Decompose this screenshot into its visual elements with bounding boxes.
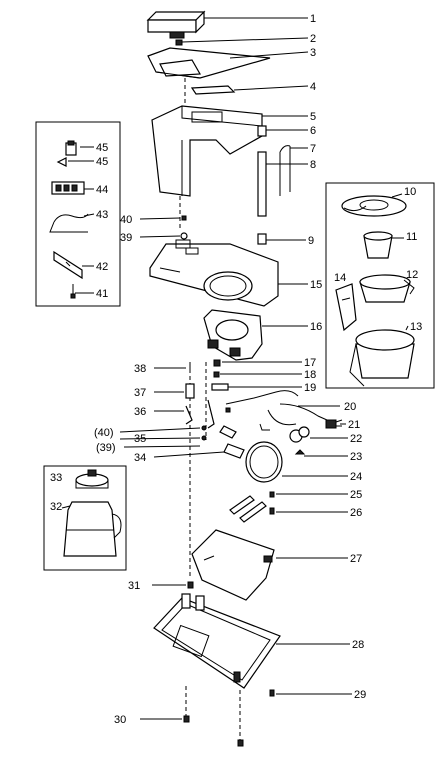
label-30: 30 bbox=[114, 714, 126, 726]
label-13: 13 bbox=[410, 321, 422, 333]
label-16: 16 bbox=[310, 321, 322, 333]
label-20: 20 bbox=[344, 401, 356, 413]
label-5: 5 bbox=[310, 111, 316, 123]
label-41: 41 bbox=[96, 288, 108, 300]
part-20-wire bbox=[225, 390, 299, 413]
label-25: 25 bbox=[350, 489, 362, 501]
inset-box-left bbox=[35, 121, 121, 307]
part-34-connector bbox=[223, 443, 245, 459]
label-45-lower: 45 bbox=[96, 156, 108, 168]
part-14-tab bbox=[335, 283, 357, 332]
label-37: 37 bbox=[134, 387, 146, 399]
part-18-screw bbox=[213, 371, 220, 378]
part-32-carafe bbox=[61, 501, 122, 557]
label-42: 42 bbox=[96, 261, 108, 273]
part-45-cone bbox=[56, 157, 67, 167]
part-19-thermostat bbox=[211, 383, 229, 391]
part-25-screw bbox=[269, 491, 275, 498]
part-screw-bottom bbox=[237, 739, 244, 747]
part-37-tube bbox=[185, 383, 195, 399]
part-13-brew-basket bbox=[349, 329, 415, 387]
label-10: 10 bbox=[404, 186, 416, 198]
label-33: 33 bbox=[50, 472, 62, 484]
part-3-reservoir-cover bbox=[147, 47, 271, 79]
label-38: 38 bbox=[134, 363, 146, 375]
label-17: 17 bbox=[304, 357, 316, 369]
part-23-screw bbox=[294, 449, 306, 455]
part-24-heater-ring bbox=[245, 441, 283, 483]
label-27: 27 bbox=[350, 553, 362, 565]
label-40-paren: (40) bbox=[94, 427, 114, 439]
part-5-housing bbox=[151, 105, 263, 197]
part-11-filter-cup bbox=[363, 231, 393, 259]
inset-box-carafe bbox=[43, 465, 127, 571]
label-6: 6 bbox=[310, 125, 316, 137]
part-26-screw bbox=[269, 507, 275, 515]
part-41-screw bbox=[70, 284, 76, 299]
part-21-power-cord bbox=[267, 403, 343, 429]
part-22-switch bbox=[259, 423, 310, 443]
part-42-bracket bbox=[53, 250, 83, 280]
part-45-top bbox=[65, 140, 77, 156]
part-29-screw bbox=[269, 689, 275, 697]
label-12: 12 bbox=[406, 269, 418, 281]
part-28-base-plate bbox=[153, 593, 281, 689]
label-7: 7 bbox=[310, 143, 316, 155]
label-3: 3 bbox=[310, 47, 316, 59]
part-35-clip bbox=[201, 425, 237, 441]
inset-box-right bbox=[325, 182, 435, 389]
label-8: 8 bbox=[310, 159, 316, 171]
label-29: 29 bbox=[354, 689, 366, 701]
part-17-clip bbox=[213, 359, 221, 367]
part-30-screw bbox=[183, 715, 190, 723]
label-2: 2 bbox=[310, 33, 316, 45]
label-22: 22 bbox=[350, 433, 362, 445]
part-10-filter-disc bbox=[341, 195, 407, 217]
part-8-tube bbox=[257, 151, 267, 217]
label-32: 32 bbox=[50, 501, 62, 513]
label-14: 14 bbox=[334, 272, 346, 284]
label-18: 18 bbox=[304, 369, 316, 381]
part-9-clamp bbox=[257, 233, 267, 245]
part-15-warming-plate-base bbox=[149, 239, 279, 307]
part-16-heater-housing bbox=[203, 309, 263, 361]
label-35: 35 bbox=[134, 433, 146, 445]
label-19: 19 bbox=[304, 382, 316, 394]
label-43: 43 bbox=[96, 209, 108, 221]
part-31-screw bbox=[187, 581, 194, 589]
part-27-heat-shield bbox=[191, 529, 275, 601]
label-26: 26 bbox=[350, 507, 362, 519]
label-23: 23 bbox=[350, 451, 362, 463]
part-12-filter-basket bbox=[359, 274, 415, 303]
part-25-bracket bbox=[229, 495, 267, 523]
part-4-gasket bbox=[190, 85, 236, 95]
part-7-tube bbox=[279, 145, 291, 196]
part-1-lid bbox=[146, 10, 206, 39]
part-6-clip bbox=[257, 125, 267, 137]
label-31: 31 bbox=[128, 580, 140, 592]
label-1: 1 bbox=[310, 13, 316, 25]
label-11: 11 bbox=[406, 231, 417, 243]
label-44: 44 bbox=[96, 184, 108, 196]
label-36: 36 bbox=[134, 406, 146, 418]
label-9: 9 bbox=[308, 235, 314, 247]
part-44-switch-block bbox=[51, 181, 85, 195]
label-15: 15 bbox=[310, 279, 322, 291]
part-2-knob bbox=[175, 39, 183, 46]
part-43-wire bbox=[49, 213, 89, 233]
part-39-washer bbox=[180, 232, 188, 240]
part-40-screw bbox=[181, 215, 187, 221]
part-36-tube bbox=[185, 399, 215, 429]
label-39-paren: (39) bbox=[96, 442, 116, 454]
label-40: 40 bbox=[120, 214, 132, 226]
label-4: 4 bbox=[310, 81, 316, 93]
label-28: 28 bbox=[352, 639, 364, 651]
label-45-upper: 45 bbox=[96, 142, 108, 154]
label-24: 24 bbox=[350, 471, 362, 483]
label-34: 34 bbox=[134, 452, 146, 464]
label-39: 39 bbox=[120, 232, 132, 244]
part-33-carafe-lid bbox=[75, 469, 109, 489]
label-21: 21 bbox=[348, 419, 360, 431]
